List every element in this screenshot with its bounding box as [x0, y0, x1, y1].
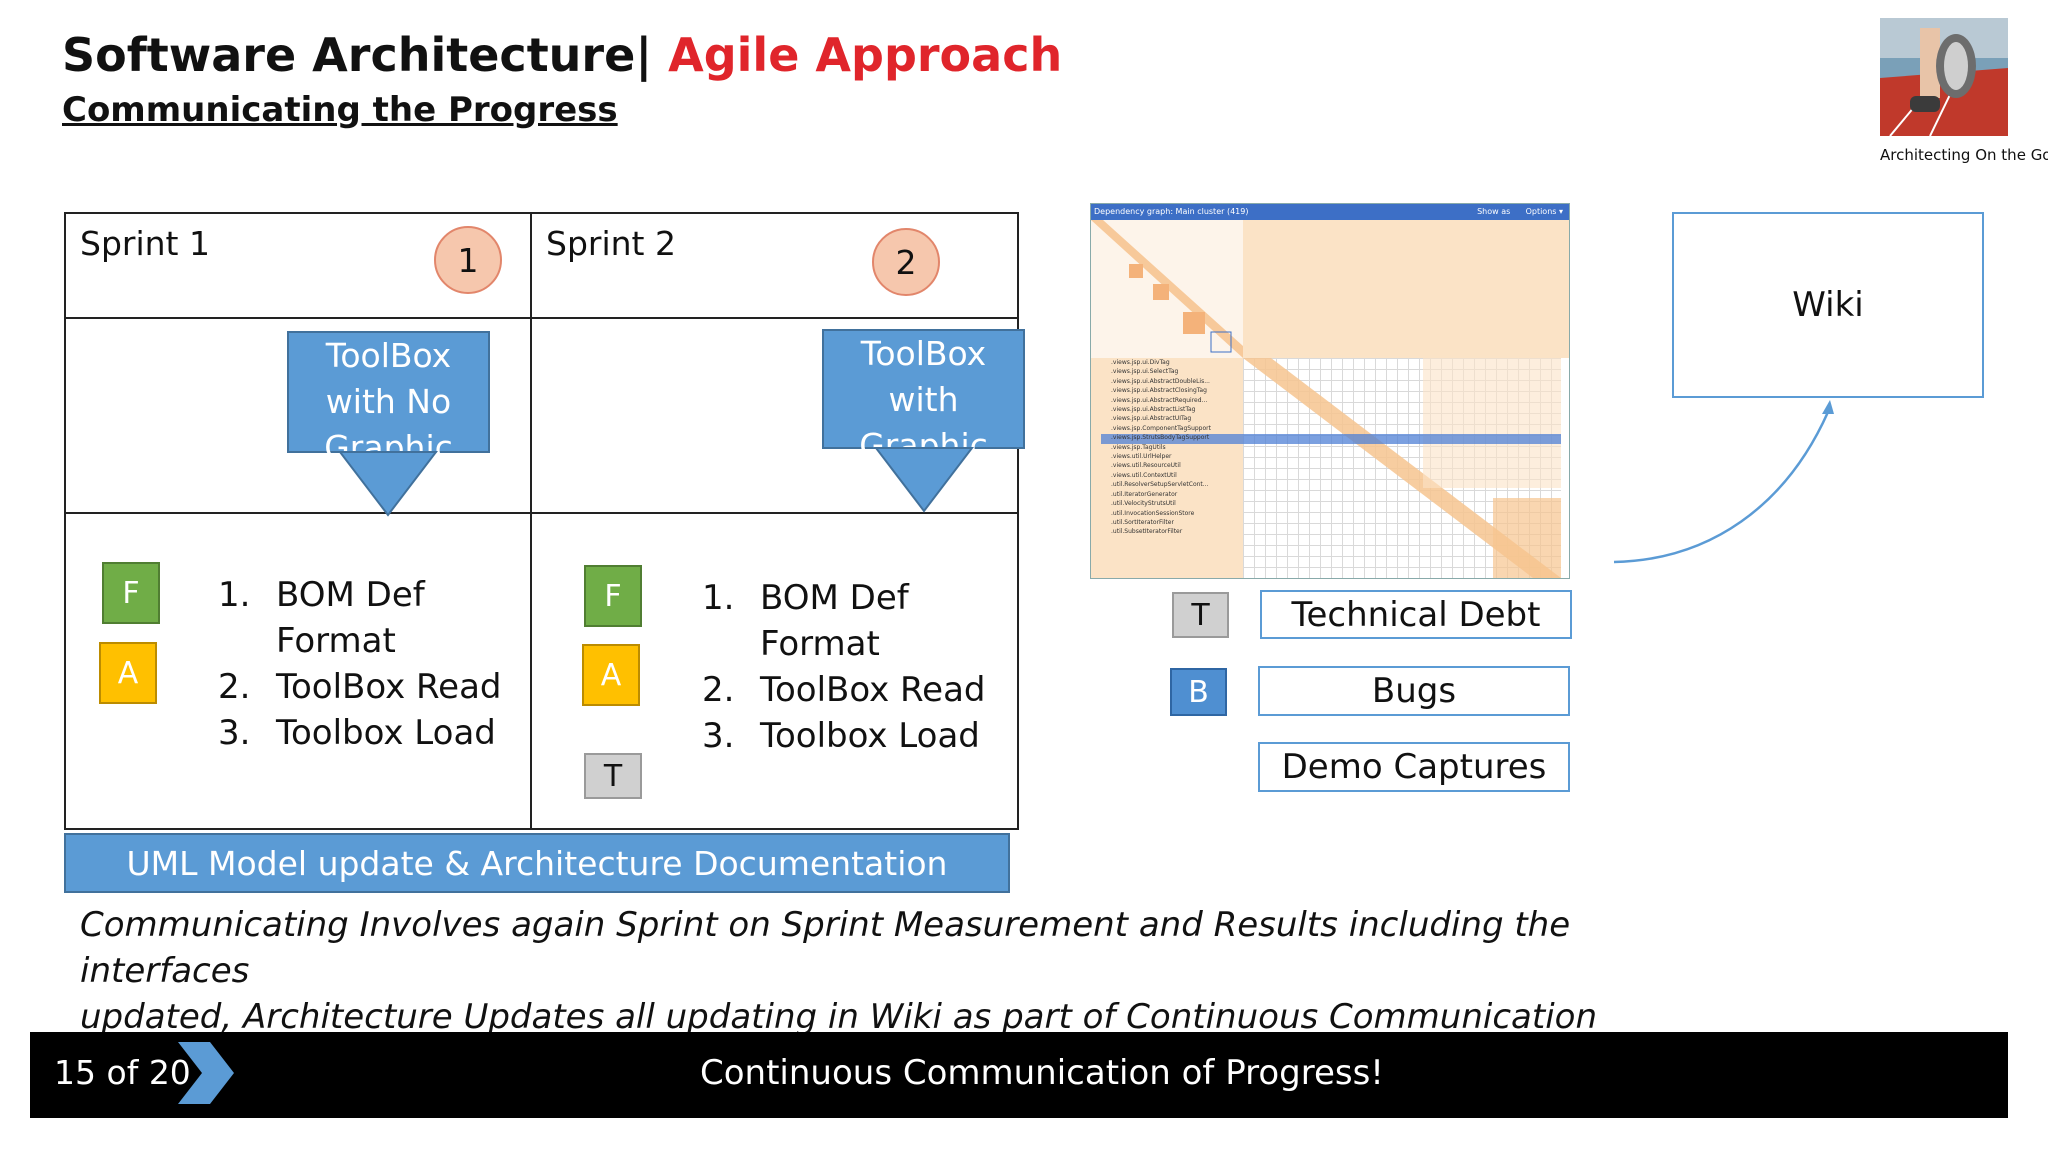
description-line: Communicating Involves again Sprint on S… — [80, 905, 1571, 991]
sprint-2-badge-t: T — [584, 753, 642, 799]
grid-divider-middle — [64, 512, 1019, 514]
footer-bar — [30, 1032, 2008, 1118]
sprint-1-badge-a: A — [99, 642, 157, 704]
sprint-2-callout: ToolBox with Graphic — [822, 329, 1025, 465]
callout-line: with — [888, 380, 959, 419]
dependency-row: .views.jsp.ComponentTagSupport — [1111, 424, 1211, 432]
slide-current: 15 — [54, 1053, 96, 1092]
sprint-1-number-circle: 1 — [434, 226, 502, 294]
slide-title: Software Architecture| Agile Approach — [62, 28, 1062, 82]
dependency-graph-screenshot: Dependency graph: Main cluster (419) Sho… — [1090, 203, 1570, 579]
runner-logo-image — [1880, 18, 2008, 136]
dependency-graph-title: Dependency graph: Main cluster (419) — [1094, 207, 1249, 216]
sprint-1-badge-f: F — [102, 562, 160, 624]
slide-counter: 15 of 20 — [54, 1053, 191, 1092]
dependency-overview-icon — [1091, 220, 1243, 358]
grid-divider-vertical — [530, 212, 532, 830]
callout-line: with No — [325, 382, 452, 421]
callout-line: ToolBox — [325, 336, 452, 375]
options-menu[interactable]: Options — [1525, 207, 1557, 216]
list-item: 3.Toolbox Load — [702, 716, 980, 756]
description-text: Communicating Involves again Sprint on S… — [80, 902, 1640, 1086]
legend-technical-debt: Technical Debt — [1260, 590, 1572, 639]
list-item: 1.BOM Def — [702, 578, 909, 618]
dependency-row: .views.util.UrlHelper — [1111, 453, 1172, 461]
title-main: Software Architecture| — [62, 28, 653, 82]
grid-divider-top — [64, 317, 1019, 319]
dependency-row: .util.VelocityStrutsUtil — [1111, 500, 1176, 508]
sprint-2-callout-arrow-icon — [874, 447, 974, 513]
sprint-1-callout-arrow-icon — [338, 451, 438, 517]
list-item-continuation: Format — [760, 624, 880, 664]
sprint-2-label: Sprint 2 — [546, 224, 676, 263]
wiki-connector-arrow-icon — [1613, 400, 1834, 564]
dependency-row: .views.util.ResourceUtil — [1111, 462, 1181, 470]
sprint-2-task-list: 1.BOM Def Format 2.ToolBox Read 3.Toolbo… — [702, 575, 985, 759]
legend-badge-b: B — [1170, 668, 1227, 716]
dependency-row: .views.jsp.ui.AbstractUITag — [1111, 415, 1192, 423]
list-item: 1.BOM Def — [218, 575, 425, 615]
sprint-2-number-circle: 2 — [872, 228, 940, 296]
dependency-row: .views.jsp.ui.AbstractDoubleLis... — [1111, 377, 1210, 385]
dependency-row: .views.jsp.StrutsBodyTagSupport — [1111, 434, 1210, 442]
dependency-selected-row — [1101, 434, 1561, 444]
dependency-column-headers — [1243, 220, 1569, 358]
dependency-graph-titlebar: Dependency graph: Main cluster (419) Sho… — [1091, 204, 1569, 220]
slide-subtitle: Communicating the Progress — [62, 90, 618, 130]
dependency-row: .views.jsp.ui.AbstractListTag — [1111, 406, 1196, 414]
dependency-row: .views.jsp.ui.SelectTag — [1111, 368, 1179, 376]
title-accent: Agile Approach — [668, 28, 1063, 82]
dependency-row: .views.util.ContextUtil — [1111, 471, 1177, 479]
dependency-row: .util.SortIteratorFilter — [1111, 518, 1174, 526]
sprint-2-badge-a: A — [582, 644, 640, 706]
dependency-row-list: .views.jsp.ui.DivTag .views.jsp.ui.Selec… — [1111, 358, 1243, 537]
next-chevron-icon[interactable] — [176, 1040, 236, 1106]
list-item: 2.ToolBox Read — [218, 667, 502, 707]
sprint-2-badge-f: F — [584, 565, 642, 627]
show-as-label: Show as — [1477, 207, 1511, 216]
dependency-row: .util.ResolverSetupServletCont... — [1111, 481, 1209, 489]
dependency-row: .views.jsp.ui.AbstractRequired... — [1111, 396, 1208, 404]
legend-bugs: Bugs — [1258, 666, 1570, 716]
dependency-row: .views.jsp.ui.AbstractClosingTag — [1111, 387, 1207, 395]
dependency-row: .views.jsp.ui.DivTag — [1111, 359, 1170, 366]
list-item: 2.ToolBox Read — [702, 670, 986, 710]
slide-total: 20 — [148, 1053, 191, 1092]
uml-documentation-bar: UML Model update & Architecture Document… — [64, 833, 1010, 893]
list-item: 3.Toolbox Load — [218, 713, 496, 753]
sprint-1-label: Sprint 1 — [80, 224, 210, 263]
dependency-row-headers — [1091, 358, 1243, 578]
slide-of: of — [106, 1053, 139, 1092]
sprint-1-task-list: 1.BOM Def Format 2.ToolBox Read 3.Toolbo… — [218, 572, 501, 756]
sprint-grid — [64, 212, 1019, 830]
list-item-continuation: Format — [276, 621, 396, 661]
footer-message: Continuous Communication of Progress! — [700, 1053, 1384, 1093]
callout-line: ToolBox — [860, 334, 987, 373]
dependency-diagonal-icon — [1243, 358, 1561, 578]
dependency-row: .util.SubsetIteratorFilter — [1111, 528, 1183, 536]
dependency-row: .util.IteratorGenerator — [1111, 490, 1178, 498]
dependency-row: .util.InvocationSessionStore — [1111, 509, 1195, 517]
dependency-row: .views.jsp.TagUtils — [1111, 443, 1166, 451]
sprint-1-callout: ToolBox with No Graphic — [287, 331, 490, 467]
wiki-box: Wiki — [1672, 212, 1984, 398]
legend-demo-captures: Demo Captures — [1258, 742, 1570, 792]
logo-caption: Architecting On the Go — [1880, 146, 2048, 164]
legend-badge-t: T — [1172, 592, 1229, 638]
